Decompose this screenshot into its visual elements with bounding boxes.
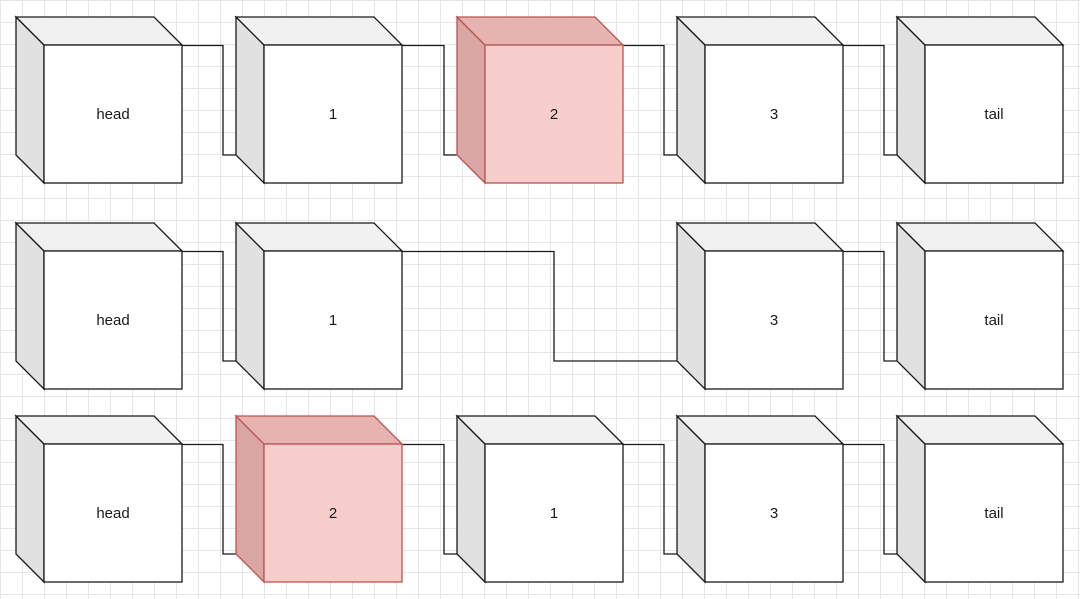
list-node: 2 <box>234 414 404 584</box>
node-front-face <box>704 250 844 390</box>
node-front-face <box>924 250 1064 390</box>
list-node: 3 <box>675 414 845 584</box>
nodes: head 1 2 3 tail head 1 3 tail head 2 1 3 tail <box>14 15 1065 584</box>
node-top-face <box>455 415 625 445</box>
node-front-face <box>704 443 844 583</box>
node-side-face <box>676 221 706 391</box>
node-label: 2 <box>550 106 558 123</box>
node-label: 1 <box>550 505 558 522</box>
node-top-face <box>895 415 1065 445</box>
node-side-face <box>235 221 265 391</box>
node-label: head <box>96 312 129 329</box>
node-top-face <box>675 415 845 445</box>
node-front-face <box>924 44 1064 184</box>
node-side-face <box>15 414 45 584</box>
list-node: 1 <box>234 15 404 185</box>
node-top-face <box>895 222 1065 252</box>
node-label: 2 <box>329 505 337 522</box>
node-top-face <box>895 16 1065 46</box>
node-side-face <box>676 15 706 185</box>
node-side-face <box>235 15 265 185</box>
node-label: tail <box>984 505 1003 522</box>
node-top-face <box>234 222 404 252</box>
node-side-face <box>235 414 265 584</box>
node-front-face <box>43 443 183 583</box>
node-top-face <box>675 16 845 46</box>
list-node: 3 <box>675 221 845 391</box>
node-side-face <box>676 414 706 584</box>
node-side-face <box>15 15 45 185</box>
node-side-face <box>896 15 926 185</box>
node-front-face <box>263 443 403 583</box>
node-side-face <box>896 414 926 584</box>
edge-arrow <box>402 250 705 365</box>
node-side-face <box>15 221 45 391</box>
node-front-face <box>704 44 844 184</box>
node-label: 3 <box>770 106 778 123</box>
node-top-face <box>14 222 184 252</box>
list-node: tail <box>895 15 1065 185</box>
node-front-face <box>924 443 1064 583</box>
list-node: tail <box>895 221 1065 391</box>
node-front-face <box>263 44 403 184</box>
list-node: 1 <box>234 221 404 391</box>
node-label: 3 <box>770 312 778 329</box>
node-top-face <box>234 415 404 445</box>
node-label: tail <box>984 312 1003 329</box>
node-top-face <box>14 16 184 46</box>
node-front-face <box>484 44 624 184</box>
node-top-face <box>675 222 845 252</box>
node-front-face <box>43 250 183 390</box>
list-node: head <box>14 414 184 584</box>
list-node: 2 <box>455 15 625 185</box>
node-label: 1 <box>329 312 337 329</box>
node-side-face <box>456 414 486 584</box>
node-label: 3 <box>770 505 778 522</box>
node-side-face <box>456 15 486 185</box>
node-label: 1 <box>329 106 337 123</box>
node-front-face <box>263 250 403 390</box>
node-side-face <box>896 221 926 391</box>
node-front-face <box>484 443 624 583</box>
node-front-face <box>43 44 183 184</box>
node-label: tail <box>984 106 1003 123</box>
list-node: 1 <box>455 414 625 584</box>
node-label: head <box>96 505 129 522</box>
node-top-face <box>14 415 184 445</box>
list-node: 3 <box>675 15 845 185</box>
list-node: tail <box>895 414 1065 584</box>
list-node: head <box>14 15 184 185</box>
node-top-face <box>234 16 404 46</box>
list-node: head <box>14 221 184 391</box>
node-top-face <box>455 16 625 46</box>
node-label: head <box>96 106 129 123</box>
